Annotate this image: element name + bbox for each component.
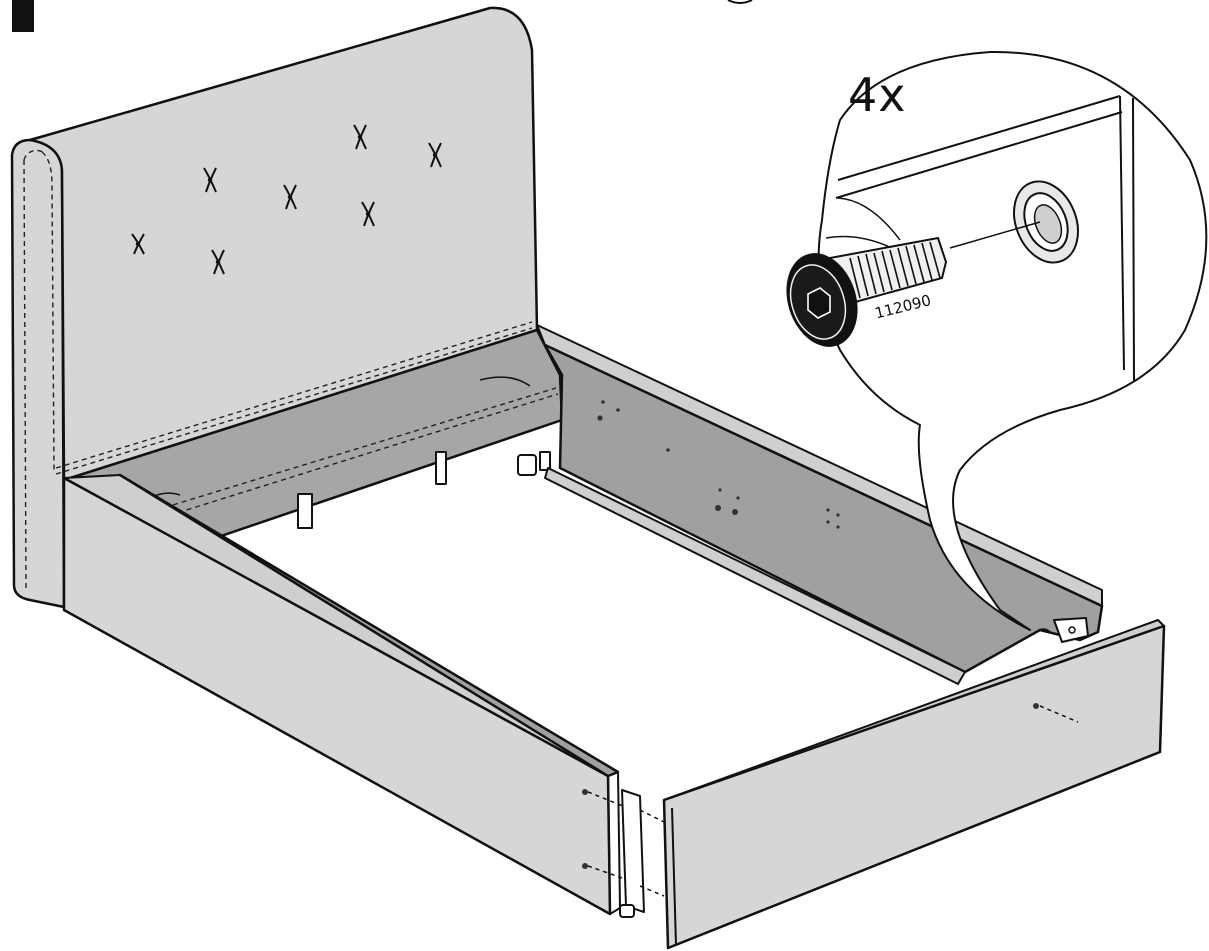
- countersunk-hex-screw-icon: [786, 236, 948, 347]
- tuft-button: [353, 124, 367, 150]
- left-side-rail: [62, 473, 645, 918]
- right-side-rail: [536, 324, 1104, 685]
- tufting-buttons: [131, 124, 442, 275]
- tuft-button: [131, 233, 145, 255]
- footboard: [639, 619, 1166, 950]
- tuft-button: [428, 142, 442, 168]
- step-number-fragment: [12, 0, 34, 32]
- quantity-label: 4x: [848, 68, 907, 122]
- headboard-lower-band: [62, 328, 564, 552]
- tuft-button: [361, 201, 375, 227]
- tuft-button: [203, 167, 217, 193]
- headboard: [10, 6, 539, 609]
- tuft-button: [211, 249, 225, 275]
- tuft-button: [283, 184, 297, 210]
- detail-callout-icon: [817, 50, 1208, 631]
- top-edge-fragment: [727, 0, 753, 4]
